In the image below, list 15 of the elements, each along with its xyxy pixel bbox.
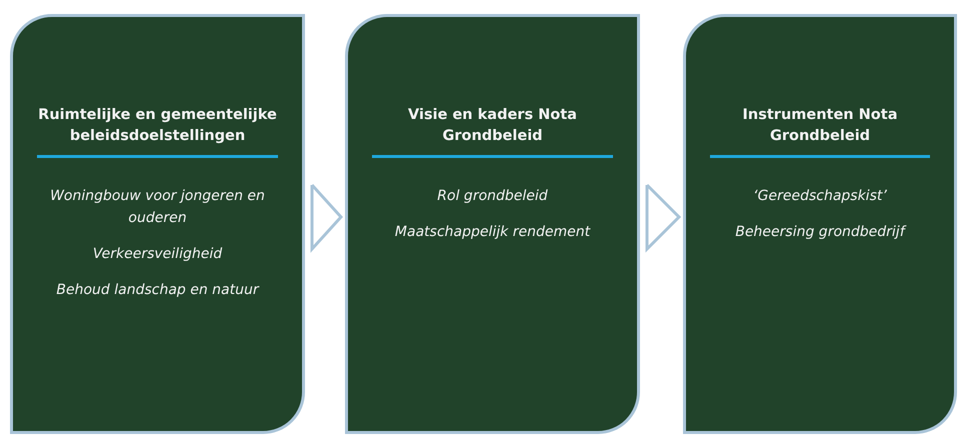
- list-item: Beheersing grondbedrijf: [734, 223, 908, 242]
- chevron-arrow: [310, 181, 344, 253]
- box-heading: Instrumenten Nota Grondbeleid: [742, 106, 898, 146]
- process-box: [345, 14, 640, 434]
- process-box: [10, 14, 305, 434]
- box-heading: Ruimtelijke en gemeentelijke beleidsdoelstellingen: [37, 106, 278, 146]
- chevron-arrow: [646, 181, 682, 253]
- box-heading: Visie en kaders Nota Grondbeleid: [407, 106, 578, 146]
- list-item: ‘Gereedschapskist’: [752, 187, 888, 206]
- process-box: [683, 14, 957, 434]
- list-item: Rol grondbeleid: [436, 187, 549, 206]
- list-item: Behoud landschap en natuur: [55, 281, 260, 300]
- list-item: Woningbouw voor jongeren en ouderen: [49, 187, 266, 228]
- list-item: Verkeersveiligheid: [92, 245, 224, 264]
- list-item: Maatschappelijk rendement: [394, 223, 592, 242]
